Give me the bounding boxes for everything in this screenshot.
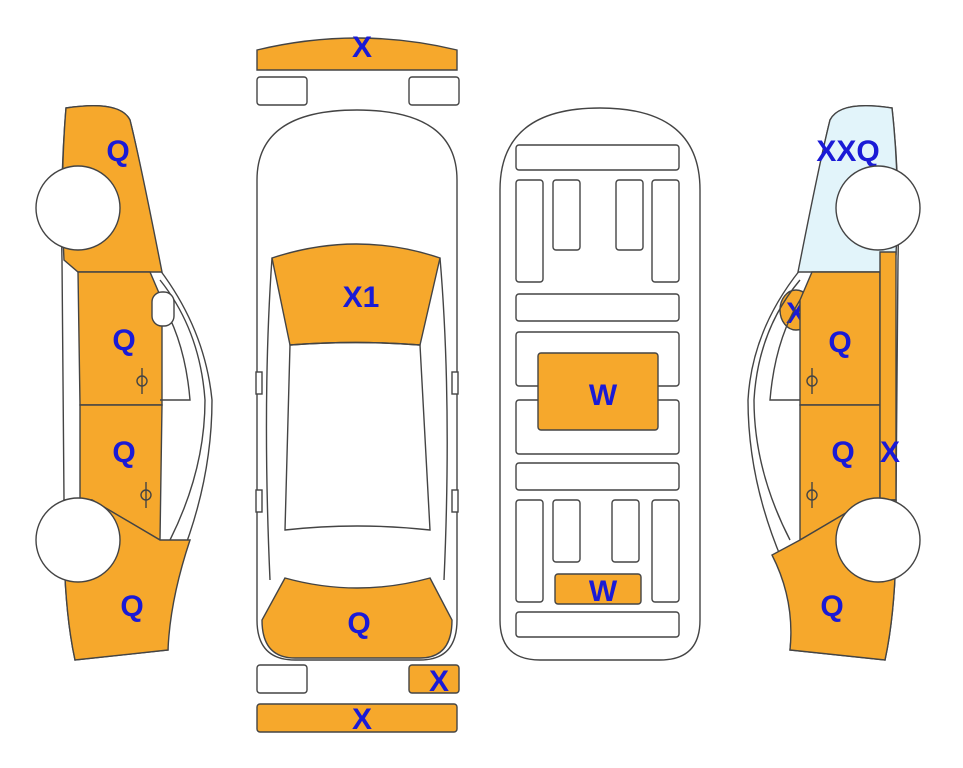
top-right-mirror	[451, 371, 459, 395]
front-bumper-panel	[256, 37, 458, 71]
rear-right-light-panel	[408, 664, 460, 694]
roof-block-1	[515, 179, 544, 283]
roof-strip-bottom	[515, 611, 680, 638]
right-sill-label: X	[880, 436, 900, 469]
left-front-wheel	[35, 165, 121, 251]
rear-small-right-label: X	[429, 665, 449, 698]
right-rear-wheel	[835, 497, 921, 583]
left-handle-front-knob	[136, 375, 148, 387]
windshield-label: X1	[343, 281, 380, 314]
right-handle-rear-knob	[806, 489, 818, 501]
top-view: X X1 Q X X	[255, 31, 460, 736]
rear-panel	[261, 577, 453, 659]
left-side-mirror	[151, 291, 175, 327]
front-bumper-label: X	[352, 31, 372, 64]
left-front-label: Q	[106, 135, 129, 168]
roof-block-3	[615, 179, 644, 251]
top-left-mirror	[255, 371, 263, 395]
roof-strip-mid-4	[515, 462, 680, 491]
roof-view: W W	[499, 107, 701, 661]
roof-block-7	[611, 499, 640, 563]
left-rear-wheel	[35, 497, 121, 583]
right-front-door-label: Q	[828, 326, 851, 359]
rear-bumper-panel	[256, 703, 458, 733]
left-front-door-panel	[77, 271, 163, 406]
top-right-rear-mark	[451, 489, 459, 513]
roof-block-8	[651, 499, 680, 603]
left-front-door-label: Q	[112, 324, 135, 357]
roof-strip-top	[515, 144, 680, 171]
front-left-light	[256, 76, 308, 106]
roof-small-label: W	[589, 575, 618, 608]
left-side-view: Q Q Q Q	[35, 105, 213, 661]
left-handle-rear-knob	[140, 489, 152, 501]
roof-large-label: W	[589, 379, 618, 412]
roof-strip-mid-1	[515, 293, 680, 322]
right-front-label: XXQ	[816, 135, 879, 168]
right-side-window-outline	[753, 279, 801, 541]
right-side-view: XXQ X Q Q X Q	[747, 105, 921, 661]
rear-panel-label: Q	[347, 607, 370, 640]
top-left-rear-mark	[255, 489, 263, 513]
front-right-light	[408, 76, 460, 106]
top-body-outline	[256, 109, 458, 661]
rear-bumper-label: X	[352, 703, 372, 736]
roof-body-outline	[499, 107, 701, 661]
roof-block-5	[515, 499, 544, 603]
rear-left-light	[256, 664, 308, 694]
left-rear-door-label: Q	[112, 436, 135, 469]
roof-block-6	[552, 499, 581, 563]
top-right-side-line	[439, 257, 448, 581]
top-roof-outline	[284, 341, 431, 531]
roof-block-4	[651, 179, 680, 283]
left-rear-label: Q	[120, 590, 143, 623]
right-handle-front-knob	[806, 375, 818, 387]
roof-small-panel	[554, 573, 642, 605]
top-left-side-line	[265, 257, 273, 581]
right-front-wheel	[835, 165, 921, 251]
roof-block-2	[552, 179, 581, 251]
right-rear-door-label: Q	[831, 436, 854, 469]
right-side-door-window	[769, 299, 801, 401]
roof-large-panel	[537, 352, 659, 431]
left-side-window-outline	[159, 279, 206, 541]
right-rear-label: Q	[820, 590, 843, 623]
